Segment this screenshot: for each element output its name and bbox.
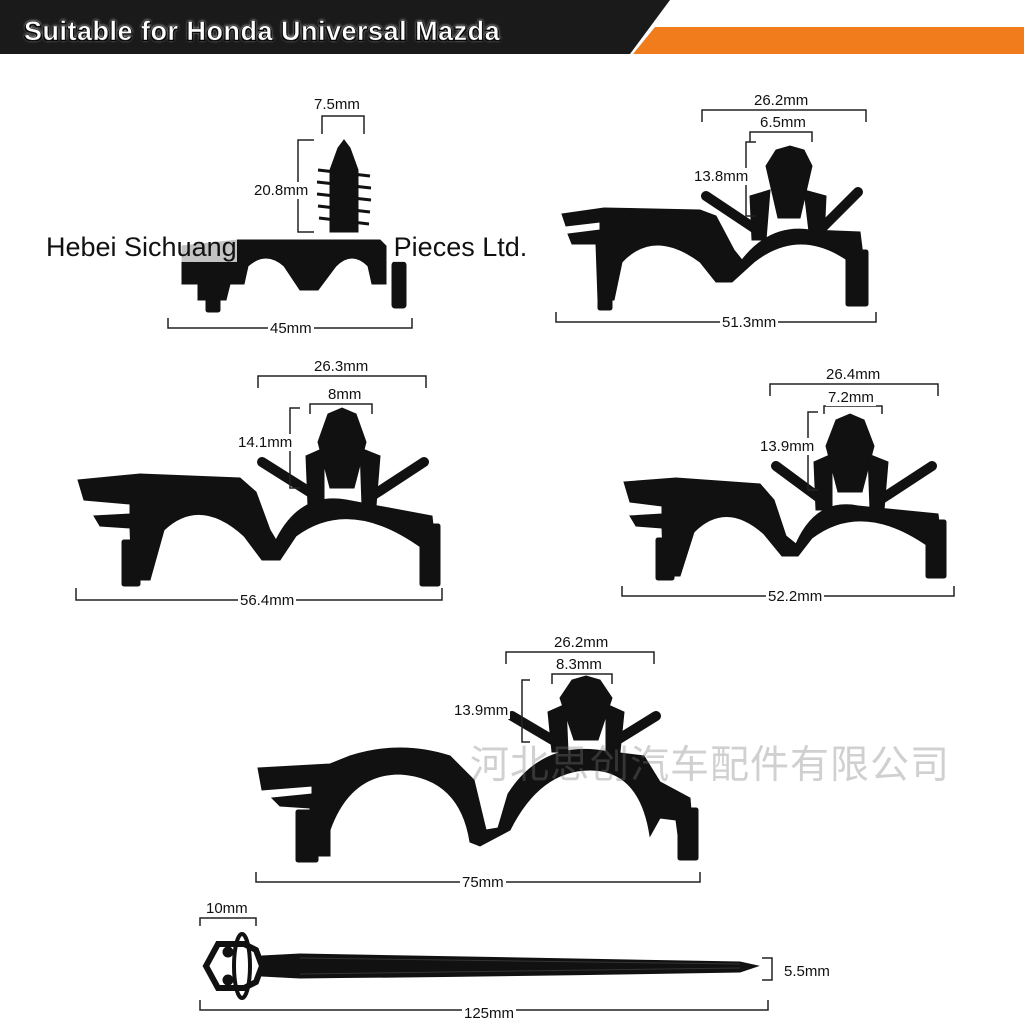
clip-4-head-width-label: 7.2mm — [826, 389, 876, 406]
clip-2-length-label: 51.3mm — [720, 314, 779, 331]
clip-4-height-label: 13.9mm — [758, 438, 817, 455]
clip-2-height-label: 13.8mm — [692, 168, 751, 185]
clip-1-length-label: 45mm — [268, 320, 314, 337]
clip-4-span-label: 26.4mm — [824, 366, 883, 383]
clip-5-span-label: 26.2mm — [552, 634, 611, 651]
clip-2-span-label: 26.2mm — [752, 92, 811, 109]
cable-tie-head-width-label: 10mm — [204, 900, 250, 917]
clip-3-height-label: 14.1mm — [236, 434, 295, 451]
clip-2-shape — [561, 145, 869, 311]
clip-2-head-width-label: 6.5mm — [758, 114, 808, 131]
cable-tie-strap-width-label: 5.5mm — [784, 963, 830, 980]
clip-5-head-width-label: 8.3mm — [554, 656, 604, 673]
clip-3-span-label: 26.3mm — [312, 358, 371, 375]
clip-3-head-width-label: 8mm — [326, 386, 364, 403]
clip-1-shape — [181, 139, 407, 313]
company-watermark-right: Pieces Ltd. — [393, 232, 528, 262]
clip-5-length-label: 75mm — [460, 874, 506, 891]
cable-tie-shape — [202, 932, 760, 1000]
banner-title: Suitable for Honda Universal Mazda — [24, 16, 501, 47]
clip-4-length-label: 52.2mm — [766, 588, 825, 605]
chinese-watermark: 河北思创汽车配件有限公司 — [470, 743, 951, 788]
banner-dark-band — [0, 0, 670, 54]
clip-4-shape — [623, 413, 947, 581]
cable-tie-length-label: 125mm — [462, 1005, 517, 1022]
company-watermark-left: Hebei Sichuang — [46, 232, 237, 262]
clip-1-head-width-label: 7.5mm — [312, 96, 362, 113]
banner-orange-band — [633, 27, 1024, 54]
clip-5-height-label: 13.9mm — [452, 702, 511, 719]
company-watermark: Hebei Sichuang Pieces Ltd. — [46, 232, 528, 263]
clip-5-shape — [257, 675, 699, 863]
clip-3-length-label: 56.4mm — [238, 592, 297, 609]
clip-3-shape — [77, 407, 441, 587]
clip-1-stem-height-label: 20.8mm — [252, 182, 311, 199]
